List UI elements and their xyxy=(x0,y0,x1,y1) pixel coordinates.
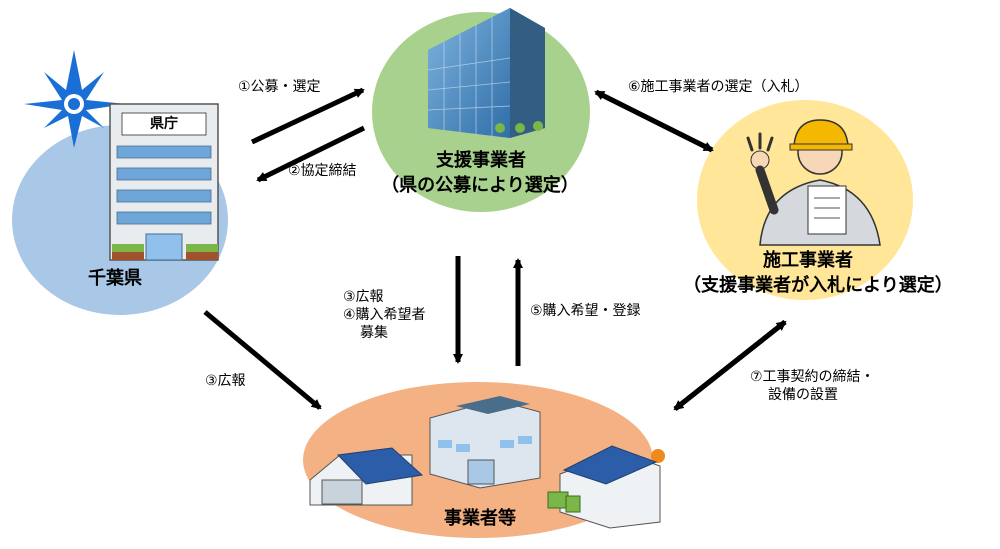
arrow-3-left xyxy=(203,310,322,410)
arrow-1 xyxy=(250,87,365,145)
label-a3-center-2: ④購入希望者 xyxy=(343,307,426,323)
prefectural-office-icon xyxy=(109,103,219,261)
label-a6: ⑥施工事業者の選定（入札） xyxy=(628,79,809,95)
prefectural-office-sign: 県庁 xyxy=(150,116,178,132)
label-a3-center-3: 募集 xyxy=(360,325,388,341)
arrow-7-back xyxy=(673,320,787,411)
contractor-subtitle: （支援事業者が入札により選定） xyxy=(683,275,953,296)
support-title: 支援事業者 xyxy=(436,150,526,171)
support-subtitle: （県の公募により選定） xyxy=(381,175,579,196)
label-a1: ①公募・選定 xyxy=(238,79,321,95)
label-a7-2: 設備の設置 xyxy=(768,387,838,403)
solar-factory-icon xyxy=(547,445,665,529)
contractor-title: 施工事業者 xyxy=(763,250,853,271)
label-a3-center-1: ③広報 xyxy=(343,289,384,305)
office-tower-icon xyxy=(427,8,545,138)
label-a2: ②協定締結 xyxy=(288,163,357,179)
factory-icon xyxy=(429,396,541,489)
chiba-emblem-icon xyxy=(24,50,126,148)
label-a7-1: ⑦工事契約の締結・ xyxy=(750,369,875,385)
businesses-title: 事業者等 xyxy=(444,508,516,529)
arrow-6-back xyxy=(594,89,714,153)
warehouse-solar-icon xyxy=(309,447,424,506)
arrow-2 xyxy=(256,125,366,183)
label-a5: ⑤購入希望・登録 xyxy=(530,303,641,319)
arrows xyxy=(203,87,787,411)
worker-icon xyxy=(746,119,881,246)
chiba-title: 千葉県 xyxy=(88,268,142,289)
label-a3-left: ③広報 xyxy=(205,373,246,389)
